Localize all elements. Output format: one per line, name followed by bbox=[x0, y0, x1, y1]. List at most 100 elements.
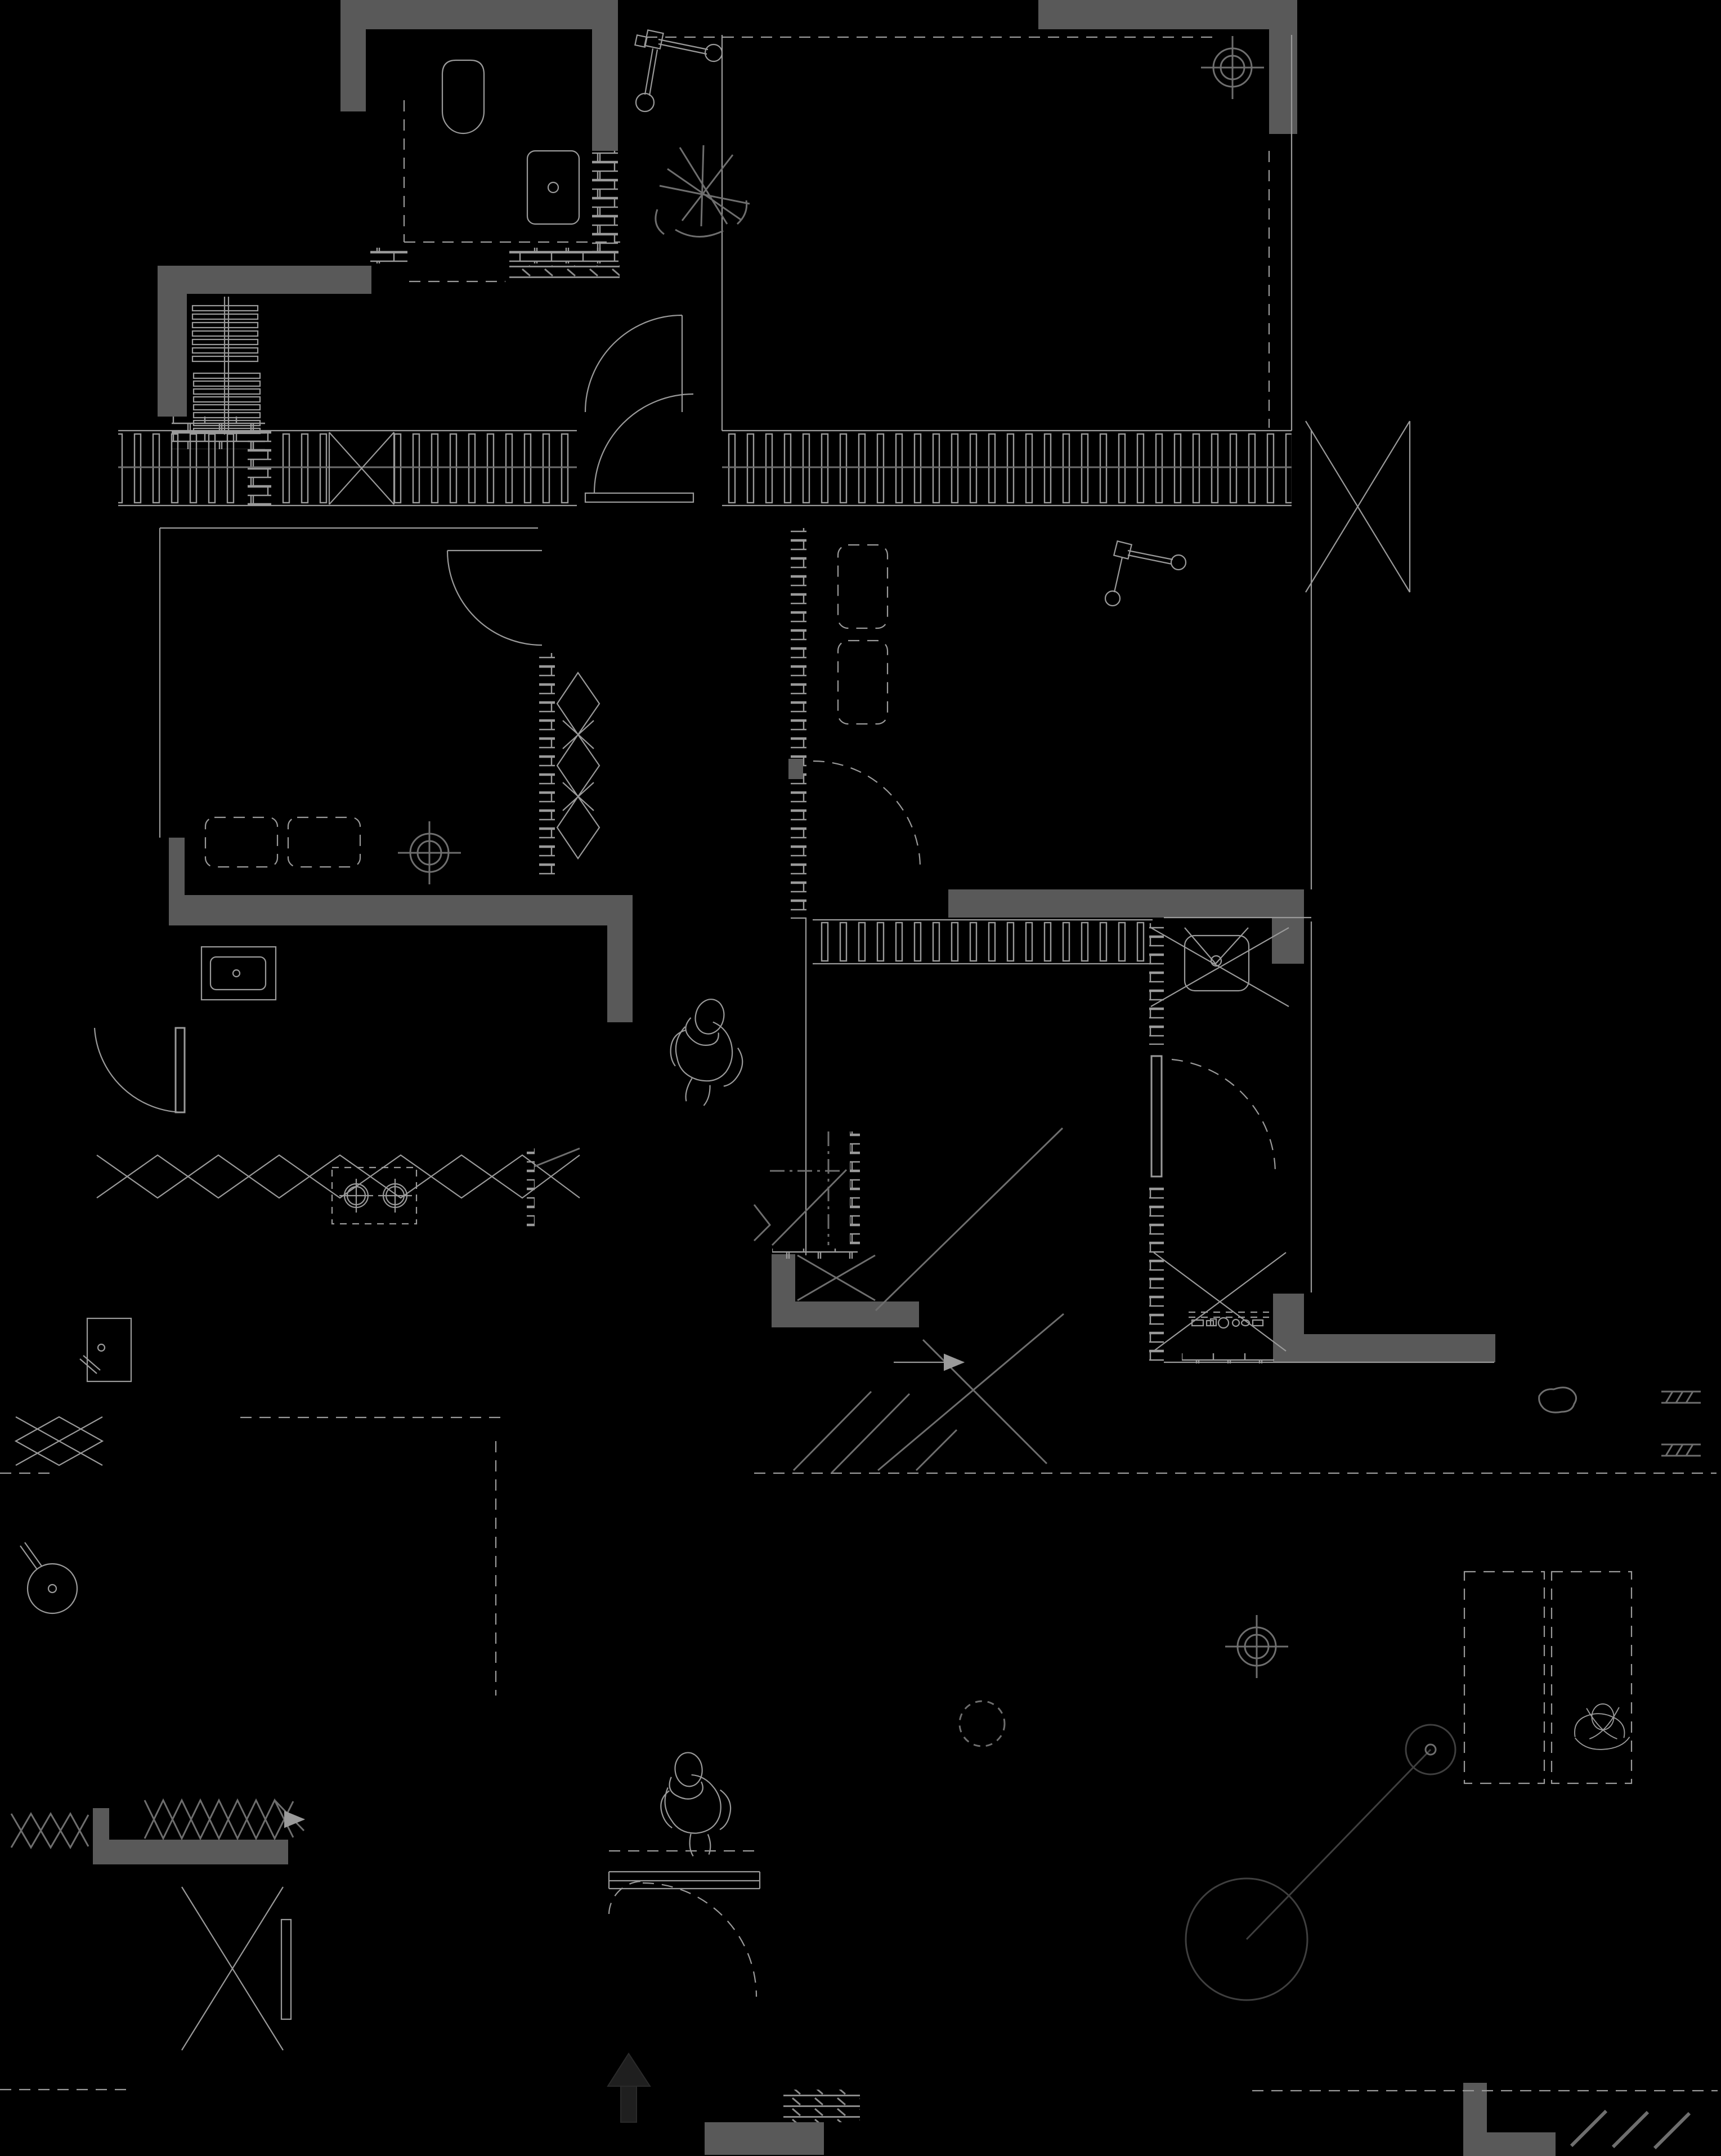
sofa-cushion bbox=[204, 816, 279, 868]
survey-target-icon bbox=[1225, 1615, 1288, 1678]
round-table bbox=[20, 1542, 78, 1614]
north-arrow-stem bbox=[620, 2086, 637, 2123]
brick-course bbox=[370, 248, 407, 263]
brick-course bbox=[509, 248, 619, 263]
dashed-circle-mark bbox=[958, 1700, 1006, 1747]
wall-segment bbox=[705, 2122, 824, 2155]
living-room bbox=[200, 816, 361, 1001]
bathroom-right bbox=[1150, 927, 1289, 1329]
wall-segment bbox=[1273, 1294, 1304, 1362]
wall-segment bbox=[1303, 1334, 1495, 1362]
x-cross bbox=[1153, 1252, 1287, 1352]
cooktop-2-burner bbox=[331, 1166, 418, 1225]
brick-pier bbox=[850, 1131, 860, 1250]
slat-band-borders bbox=[118, 430, 1292, 965]
brick-course bbox=[772, 1249, 858, 1259]
stone-blob bbox=[1538, 1386, 1577, 1414]
bottom-right-zone bbox=[958, 1386, 1701, 2150]
bedroom bbox=[837, 540, 1187, 725]
wall-segment bbox=[1463, 2083, 1487, 2156]
people-layer bbox=[660, 999, 1630, 1857]
door-panel bbox=[280, 1918, 292, 2020]
brick-pier bbox=[791, 528, 806, 919]
staircase bbox=[191, 305, 261, 435]
toilet bbox=[441, 59, 485, 135]
floor-grate bbox=[509, 265, 620, 279]
room-boundary-lines bbox=[159, 35, 1494, 1363]
deck-slats bbox=[813, 920, 1153, 964]
x-window bbox=[328, 432, 395, 505]
doors-layer bbox=[79, 314, 1276, 1997]
door-swing bbox=[788, 759, 921, 869]
wall-segment bbox=[1269, 29, 1297, 134]
wall-segment bbox=[1038, 0, 1297, 29]
setback-dashed-line bbox=[0, 2088, 1718, 2092]
wall-segment bbox=[772, 1301, 919, 1327]
sliding-door bbox=[608, 1850, 761, 1997]
interior-dashed-outline bbox=[403, 100, 620, 283]
kitchen bbox=[96, 1147, 580, 1231]
shower-mixer-icon bbox=[634, 29, 723, 113]
x-window-tall bbox=[1305, 421, 1411, 593]
bottom-left-zigzag bbox=[10, 1798, 306, 1850]
plant-scribble bbox=[655, 145, 750, 238]
door-leaf-panel bbox=[79, 1317, 132, 1383]
wardrobe-panel bbox=[1550, 1571, 1633, 1784]
door-swing bbox=[1150, 1055, 1276, 1178]
pendant-light-leader bbox=[1185, 1724, 1456, 2001]
wash-basin-cabinet bbox=[200, 946, 277, 1001]
survey-target-icon bbox=[398, 821, 461, 884]
vanity-counter bbox=[1189, 1311, 1269, 1329]
sink-drain bbox=[547, 181, 559, 194]
wardrobe-panel bbox=[1463, 1571, 1545, 1784]
door-swing bbox=[93, 1027, 186, 1113]
brick-pier bbox=[592, 151, 618, 253]
brick-pier bbox=[1149, 1182, 1164, 1363]
wall-segment bbox=[93, 1840, 288, 1864]
dashed-guide-layer bbox=[0, 36, 1718, 2092]
wall-segment bbox=[169, 838, 185, 896]
brick-course bbox=[1182, 1353, 1274, 1363]
wall-segment bbox=[948, 889, 1304, 918]
wash-basin bbox=[1150, 927, 1289, 1007]
person-sitting-icon bbox=[1574, 1703, 1630, 1750]
wall-segment bbox=[340, 0, 366, 111]
insulation-hatch bbox=[783, 2090, 860, 2122]
person-walking-icon bbox=[670, 999, 743, 1106]
wall-segment bbox=[592, 29, 618, 151]
overhead-cabinet bbox=[837, 544, 889, 629]
stair-treads bbox=[191, 305, 261, 435]
wall-segment bbox=[1487, 2132, 1556, 2156]
diagonal-hatch-lines bbox=[771, 1127, 1064, 1474]
hall-hatch-layer bbox=[753, 1127, 1064, 1474]
wall-segment bbox=[158, 294, 187, 417]
counter-zigzag bbox=[96, 1154, 580, 1199]
bathroom-sink bbox=[526, 150, 580, 225]
person-standing-icon bbox=[660, 1752, 732, 1857]
diamond-lattice bbox=[556, 672, 600, 860]
zigzag-mark bbox=[753, 1204, 771, 1242]
slat-band-layer bbox=[118, 430, 1292, 965]
zigzag-row bbox=[10, 1811, 89, 1850]
annotations-bottom bbox=[607, 2052, 860, 2123]
counter-edge bbox=[534, 1147, 580, 1168]
edge-hatch-bars bbox=[1661, 1390, 1701, 1457]
door-swing bbox=[584, 393, 694, 503]
wall-segment bbox=[1272, 918, 1304, 964]
brick-pier bbox=[539, 653, 555, 877]
room-outline-layer bbox=[159, 35, 1494, 1363]
overhead-cabinet bbox=[837, 639, 889, 725]
door-swing bbox=[446, 549, 543, 646]
wall-segment bbox=[158, 266, 371, 294]
x-window-large bbox=[181, 1886, 284, 2051]
sofa-cushion bbox=[287, 816, 361, 868]
x-window-layer bbox=[14, 421, 1411, 2051]
door-swing-arc bbox=[608, 1880, 758, 1997]
door-swing bbox=[584, 314, 683, 413]
wall-segment bbox=[169, 895, 633, 925]
wall-segment bbox=[366, 0, 618, 29]
wall-segment bbox=[607, 925, 633, 1022]
